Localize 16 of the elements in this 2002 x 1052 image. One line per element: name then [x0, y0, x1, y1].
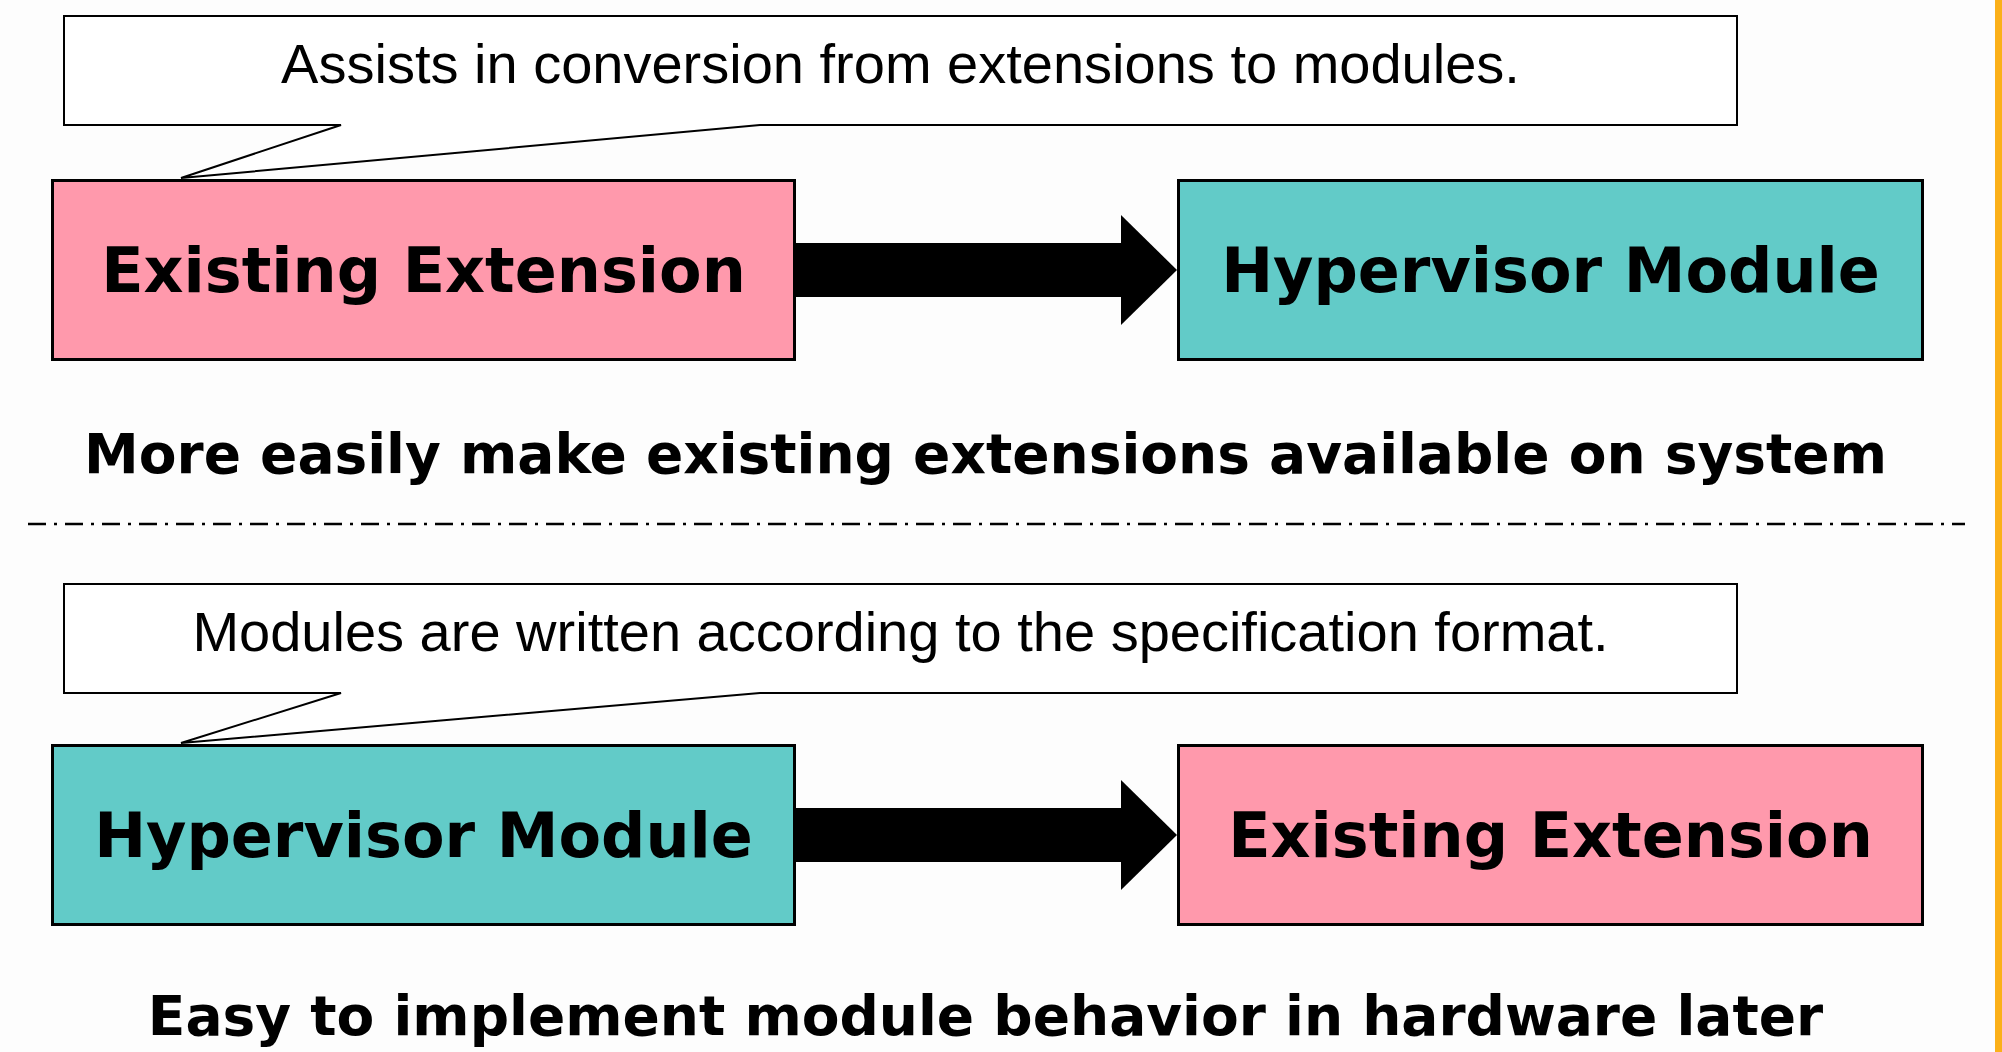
speech-bubble [63, 15, 1738, 178]
speech-bubble [63, 583, 1738, 743]
process-box [51, 179, 796, 361]
callout-text: Modules are written according to the specification format. [191, 599, 1610, 664]
arrow [796, 780, 1177, 890]
summary-heading: Easy to implement module behavior in hardware later [146, 984, 1825, 1048]
arrow [796, 215, 1177, 325]
summary-heading: More easily make existing extensions available on system [83, 422, 1888, 486]
process-box [51, 744, 796, 926]
callout-text: Assists in conversion from extensions to modules. [280, 31, 1521, 96]
process-box [1177, 179, 1924, 361]
box-label: Existing Extension [1228, 798, 1873, 872]
box-label: Hypervisor Module [94, 798, 753, 872]
process-box [1177, 744, 1924, 926]
box-label: Hypervisor Module [1221, 233, 1880, 307]
box-label: Existing Extension [101, 233, 746, 307]
